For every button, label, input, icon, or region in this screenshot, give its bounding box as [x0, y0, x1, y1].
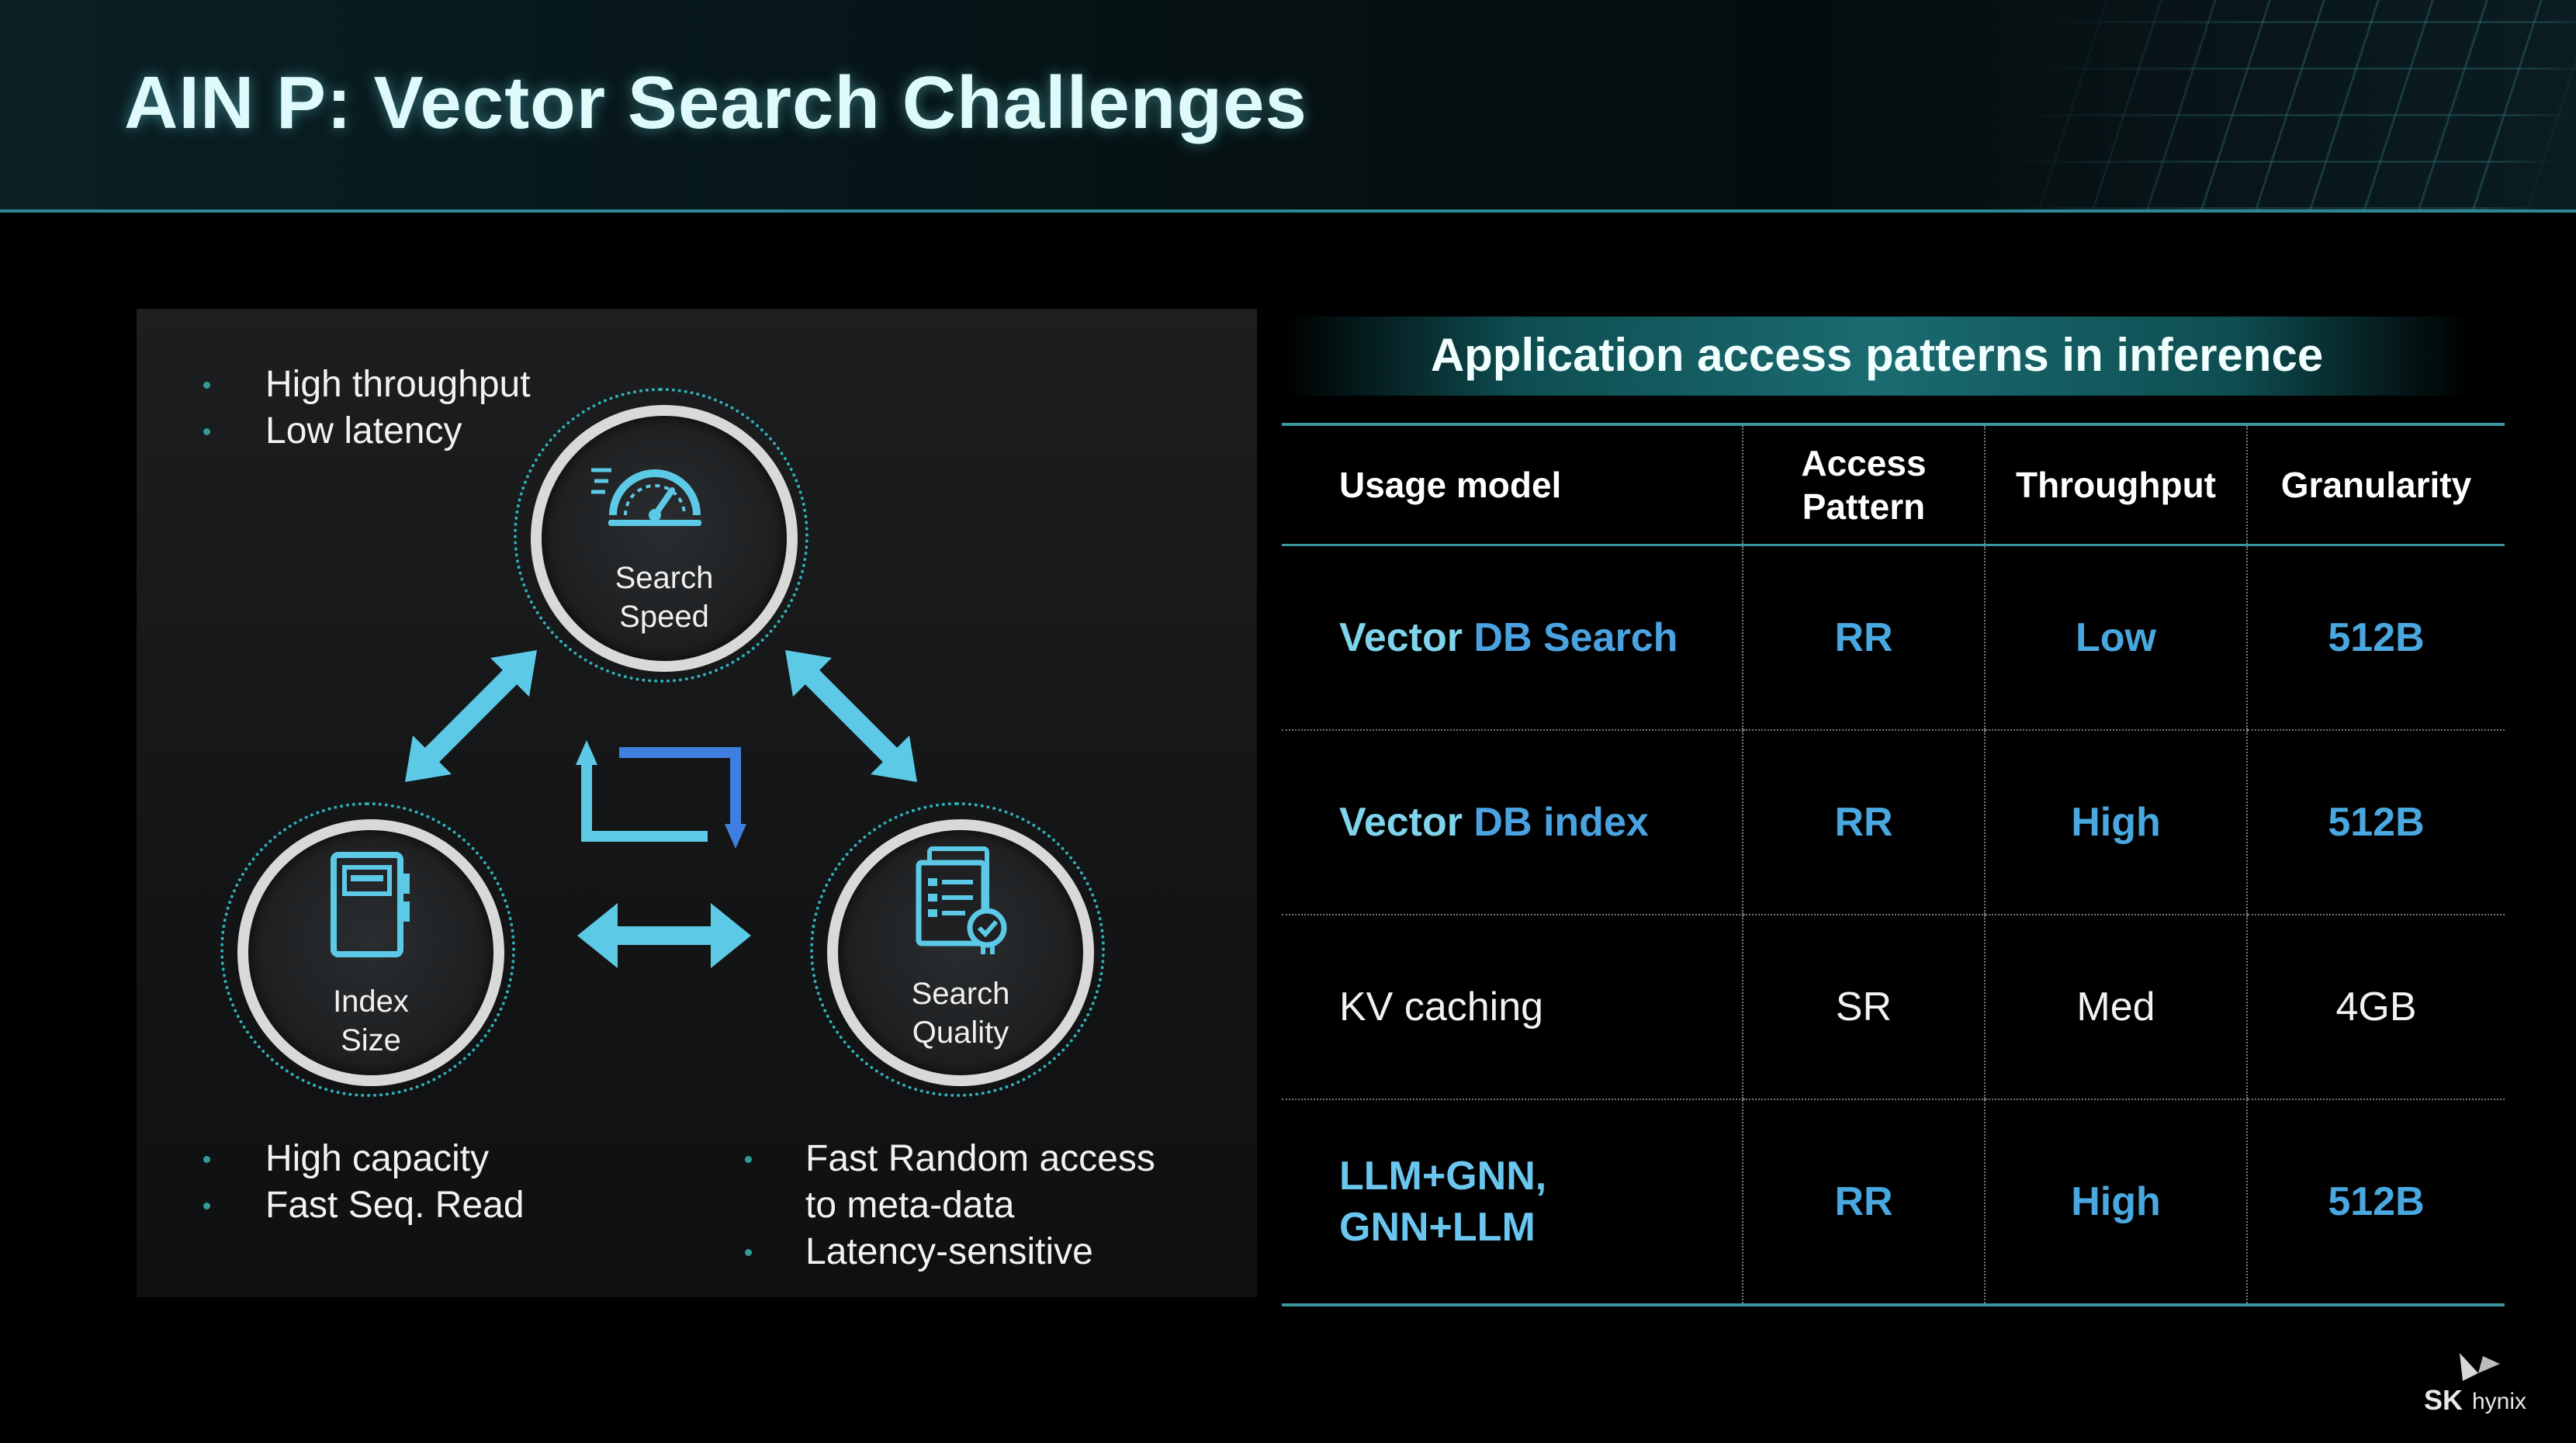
logo-sk-text: SK	[2424, 1384, 2463, 1416]
search-speed-node: Search Speed	[514, 388, 808, 683]
circle-label-line1: Search	[615, 561, 714, 595]
circle-body: Index Size	[237, 819, 504, 1086]
table-title: Application access patterns in inference	[1430, 329, 2324, 381]
bullet-dot	[203, 428, 210, 435]
bullet-dot	[203, 382, 210, 389]
usage-cell: Vector DB Search	[1282, 545, 1743, 731]
checklist-document-icon	[916, 846, 1007, 954]
header-granularity: Granularity	[2246, 424, 2505, 546]
access-cell: RR	[1742, 1099, 1985, 1305]
throughput-cell: High	[1984, 1099, 2247, 1305]
slide-header: AIN P: Vector Search Challenges	[0, 0, 2576, 213]
sk-hynix-logo: SK hynix	[2424, 1350, 2540, 1417]
search-quality-node: Search Quality	[810, 802, 1105, 1097]
usage-word-a: Vector	[1339, 800, 1474, 845]
usage-word-b: DB Search	[1473, 615, 1678, 660]
header-access-pattern: Access Pattern	[1742, 424, 1985, 546]
circle-label-line2: Size	[341, 1023, 401, 1057]
bullet-text: High capacity	[265, 1138, 490, 1179]
header-grid-decoration	[1983, 0, 2576, 209]
bullet-text: Fast Seq. Read	[265, 1185, 525, 1226]
circle-label-line1: Search	[911, 977, 1010, 1011]
usage-line1: LLM+GNN,	[1339, 1154, 1547, 1199]
bullet-dot	[203, 1156, 210, 1163]
circle-dotted-ring	[220, 802, 515, 1097]
butterfly-icon	[2460, 1353, 2500, 1381]
header-access-line2: Pattern	[1802, 486, 1926, 527]
challenges-diagram-panel: High throughput Low latency Search Speed	[137, 309, 1257, 1297]
circle-dotted-ring	[514, 388, 808, 683]
table-row: Vector DB Search RR Low 512B	[1282, 545, 2505, 731]
circle-body: Search Quality	[827, 819, 1094, 1086]
header-usage-model: Usage model	[1282, 424, 1743, 546]
index-size-node: Index Size	[220, 802, 515, 1097]
circle-label-line2: Speed	[619, 600, 709, 634]
speedometer-icon	[591, 468, 701, 526]
usage-line2: GNN+LLM	[1339, 1205, 1536, 1250]
bullet-text: Fast Random access	[805, 1138, 1155, 1179]
bullet-text: to meta-data	[805, 1185, 1015, 1226]
access-cell: SR	[1742, 915, 1985, 1100]
bullet-dot	[203, 1202, 210, 1209]
usage-cell: LLM+GNN, GNN+LLM	[1282, 1099, 1743, 1305]
granularity-cell: 4GB	[2246, 915, 2505, 1100]
usage-cell: Vector DB index	[1282, 730, 1743, 915]
cycle-arrows-icon	[576, 740, 746, 849]
table-row: Vector DB index RR High 512B	[1282, 730, 2505, 915]
arrow-speed-quality-icon	[785, 650, 917, 782]
bullet-dot	[745, 1249, 752, 1256]
throughput-cell: Med	[1984, 915, 2247, 1100]
circle-label-line1: Index	[333, 984, 409, 1019]
granularity-cell: 512B	[2246, 1099, 2505, 1305]
table-row: LLM+GNN, GNN+LLM RR High 512B	[1282, 1099, 2505, 1305]
bullet-dot	[745, 1156, 752, 1163]
circle-label-line2: Quality	[912, 1016, 1009, 1050]
header-access-line1: Access	[1801, 443, 1927, 483]
bullet-text: High throughput	[265, 364, 531, 405]
usage-cell: KV caching	[1282, 915, 1743, 1100]
header-throughput: Throughput	[1984, 424, 2247, 546]
throughput-cell: High	[1984, 730, 2247, 915]
throughput-cell: Low	[1984, 545, 2247, 731]
circle-body: Search Speed	[531, 405, 798, 672]
bullet-text: Low latency	[265, 410, 462, 452]
table-row: KV caching SR Med 4GB	[1282, 915, 2505, 1100]
bullet-text: Latency-sensitive	[805, 1231, 1093, 1272]
notebook-icon	[331, 852, 410, 957]
granularity-cell: 512B	[2246, 730, 2505, 915]
logo-hynix-text: hynix	[2472, 1389, 2527, 1414]
slide-title: AIN P: Vector Search Challenges	[124, 61, 1307, 144]
arrow-speed-index-icon	[405, 650, 537, 782]
access-cell: RR	[1742, 730, 1985, 915]
table-title-bar	[1283, 317, 2470, 396]
granularity-cell: 512B	[2246, 545, 2505, 731]
arrow-index-quality-icon	[577, 903, 751, 968]
usage-word-b: DB index	[1473, 800, 1649, 845]
circle-dotted-ring	[810, 802, 1105, 1097]
usage-word-a: Vector	[1339, 615, 1474, 660]
access-cell: RR	[1742, 545, 1985, 731]
table-header-row: Usage model Access Pattern Throughput Gr…	[1282, 424, 2505, 546]
access-patterns-table: Usage model Access Pattern Throughput Gr…	[1282, 423, 2505, 1306]
